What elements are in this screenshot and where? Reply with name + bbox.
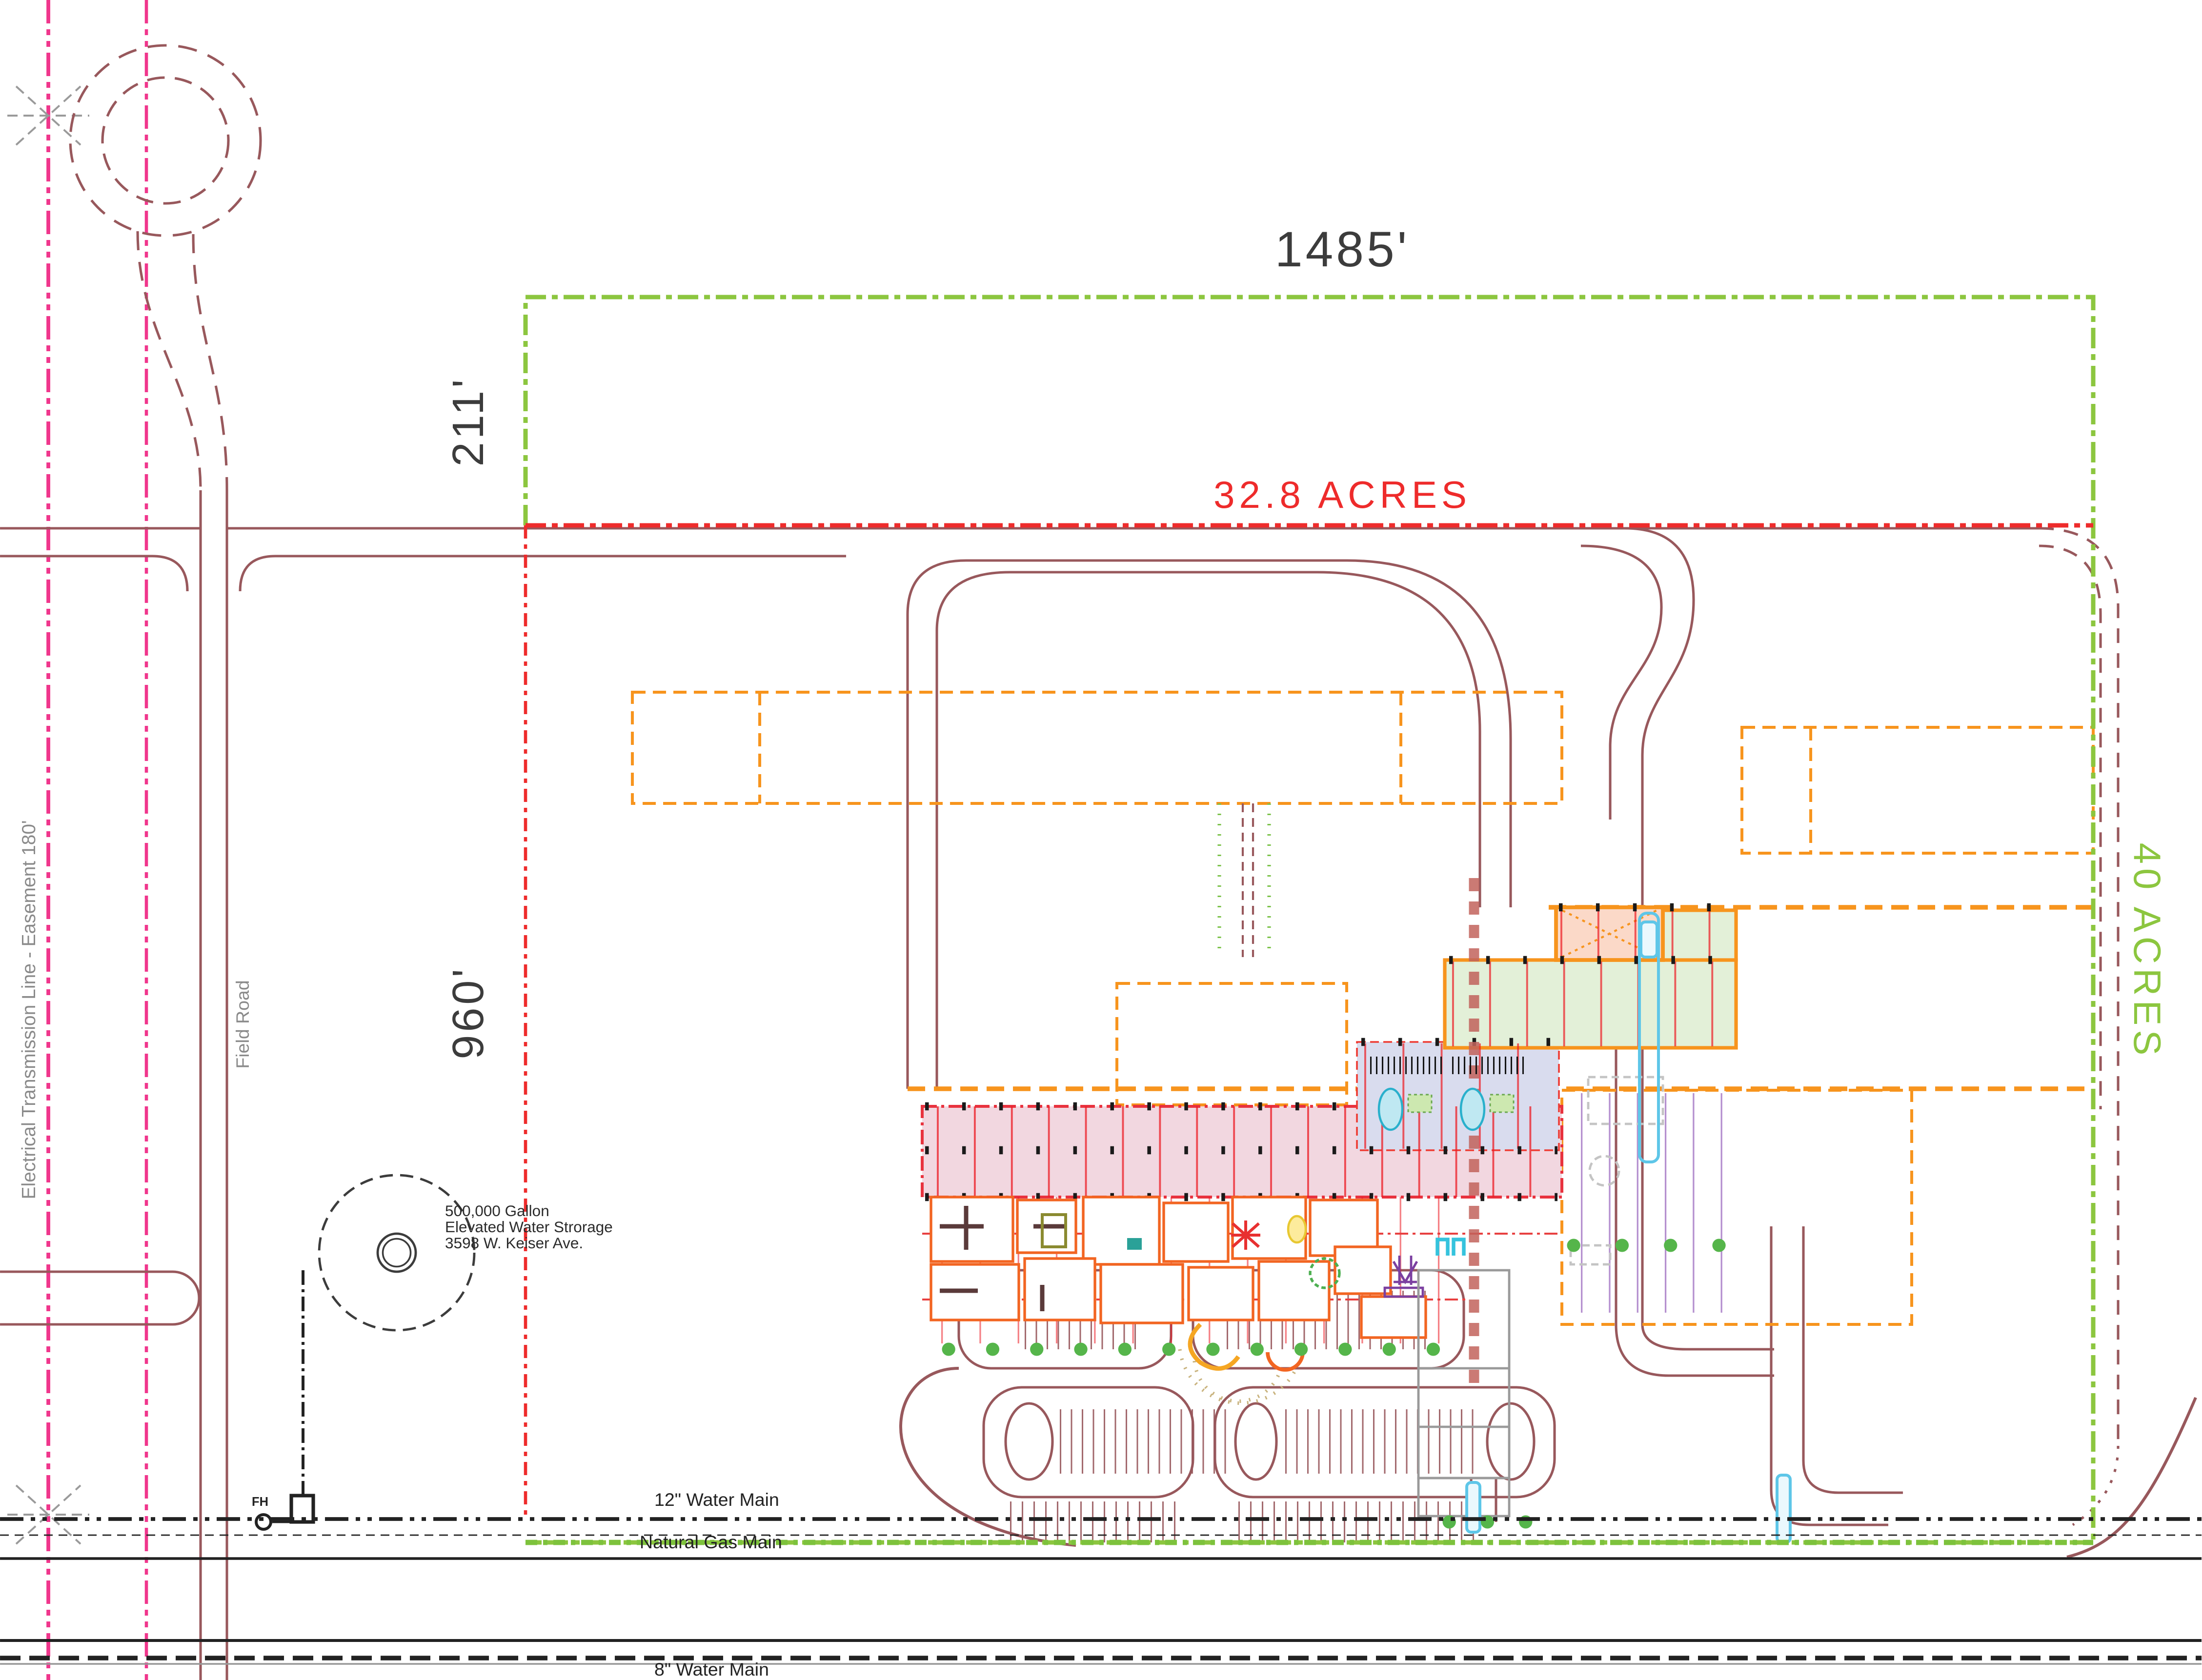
parking-outer-drive bbox=[899, 1367, 1076, 1547]
classroom-furniture bbox=[1370, 1057, 1526, 1131]
tree-rows bbox=[942, 1239, 1771, 1529]
roundabout-approach bbox=[192, 234, 228, 491]
parking-island bbox=[1486, 1402, 1535, 1481]
water-tower bbox=[318, 1174, 476, 1332]
east-road-outer bbox=[878, 527, 1695, 966]
label-32-acres: 32.8 ACRES bbox=[1213, 473, 1471, 516]
label-gas-main: Natural Gas Main bbox=[640, 1532, 782, 1552]
fire-hydrant-icon bbox=[255, 1513, 273, 1531]
label-tower-1: 500,000 Gallon bbox=[445, 1202, 549, 1220]
parcel-boundaries bbox=[523, 295, 2096, 1545]
label-field-road: Field Road bbox=[232, 980, 253, 1068]
building-floor-plan bbox=[929, 912, 1792, 1544]
future-road-tail bbox=[2072, 1445, 2120, 1526]
stair-star bbox=[1231, 1220, 1261, 1250]
ew-road-south-edge bbox=[0, 555, 847, 592]
fixture bbox=[1127, 1238, 1142, 1250]
ghost-buildings bbox=[1569, 1076, 1664, 1266]
roundabout-inner bbox=[101, 76, 230, 205]
sport-courts bbox=[1417, 1269, 1511, 1518]
roundabout-outer bbox=[69, 44, 262, 237]
utility-lines bbox=[0, 1270, 2202, 1665]
transmission-easement-lines bbox=[7, 0, 148, 1680]
roundabout-approach bbox=[136, 231, 202, 491]
campus-loop-outer bbox=[906, 559, 1512, 1089]
amphitheater-steps bbox=[1266, 1352, 1305, 1372]
campus-zones bbox=[921, 803, 1742, 1393]
future-pad bbox=[1115, 982, 1349, 1106]
water-tower-riser bbox=[382, 1238, 412, 1268]
campus-loop-inner bbox=[935, 571, 1481, 1089]
dim-west-depth: 960' bbox=[444, 966, 493, 1059]
courtyard-planting bbox=[1309, 1257, 1341, 1289]
canopy-icon bbox=[1435, 1238, 1466, 1256]
dim-left-offset: 211' bbox=[444, 377, 493, 467]
label-easement: Electrical Transmission Line - Easement … bbox=[19, 820, 40, 1200]
boundary-40-acres bbox=[523, 295, 2096, 1545]
survey-mark-icon bbox=[7, 1484, 90, 1545]
label-fh: FH bbox=[252, 1495, 268, 1509]
bus-drive-connector bbox=[1615, 1324, 1775, 1377]
labels: 1485' 211' 960' 32.8 ACRES 40 ACRES Elec… bbox=[19, 221, 2169, 1680]
interior-walls bbox=[940, 1206, 1066, 1311]
label-water-main-12: 12" Water Main bbox=[654, 1489, 779, 1510]
parking-island bbox=[1004, 1402, 1054, 1481]
future-road-northeast bbox=[2039, 527, 2120, 1446]
dim-top-width: 1485' bbox=[1275, 221, 1410, 277]
parking-island bbox=[1234, 1402, 1278, 1481]
gym-roof-x bbox=[1556, 906, 1663, 961]
parking-loop bbox=[982, 1386, 1194, 1499]
fixture bbox=[1041, 1213, 1068, 1248]
road-network bbox=[0, 44, 2197, 1680]
future-pad bbox=[1560, 1089, 1914, 1326]
north-walkway bbox=[1217, 803, 1271, 957]
zone-wing-green bbox=[1661, 908, 1738, 962]
zone-wing-green bbox=[1443, 958, 1738, 1050]
hydrant-assembly bbox=[255, 1270, 315, 1531]
bus-icon bbox=[1465, 912, 1792, 1544]
label-40-acres: 40 ACRES bbox=[2126, 843, 2169, 1060]
playground-icon bbox=[1383, 1256, 1424, 1298]
label-water-main-8: 8" Water Main bbox=[654, 1659, 769, 1680]
road-curve-southeast bbox=[2066, 1397, 2197, 1559]
future-road-northeast bbox=[2039, 544, 2102, 1109]
water-tower-footprint bbox=[318, 1174, 476, 1332]
east-road-inner bbox=[1581, 544, 1663, 820]
fixture bbox=[1287, 1215, 1307, 1244]
label-tower-2: Elevated Water Strorage bbox=[445, 1218, 613, 1236]
drop-off-loop bbox=[1188, 1322, 1240, 1371]
water-tower-riser bbox=[376, 1232, 417, 1273]
future-pad bbox=[631, 691, 1564, 805]
survey-mark-icon bbox=[7, 85, 90, 146]
exit-road bbox=[1802, 1226, 1903, 1494]
label-tower-3: 3598 W. Keiser Ave. bbox=[445, 1234, 583, 1252]
west-stub-road bbox=[0, 1270, 201, 1326]
future-pad bbox=[1740, 726, 2095, 855]
